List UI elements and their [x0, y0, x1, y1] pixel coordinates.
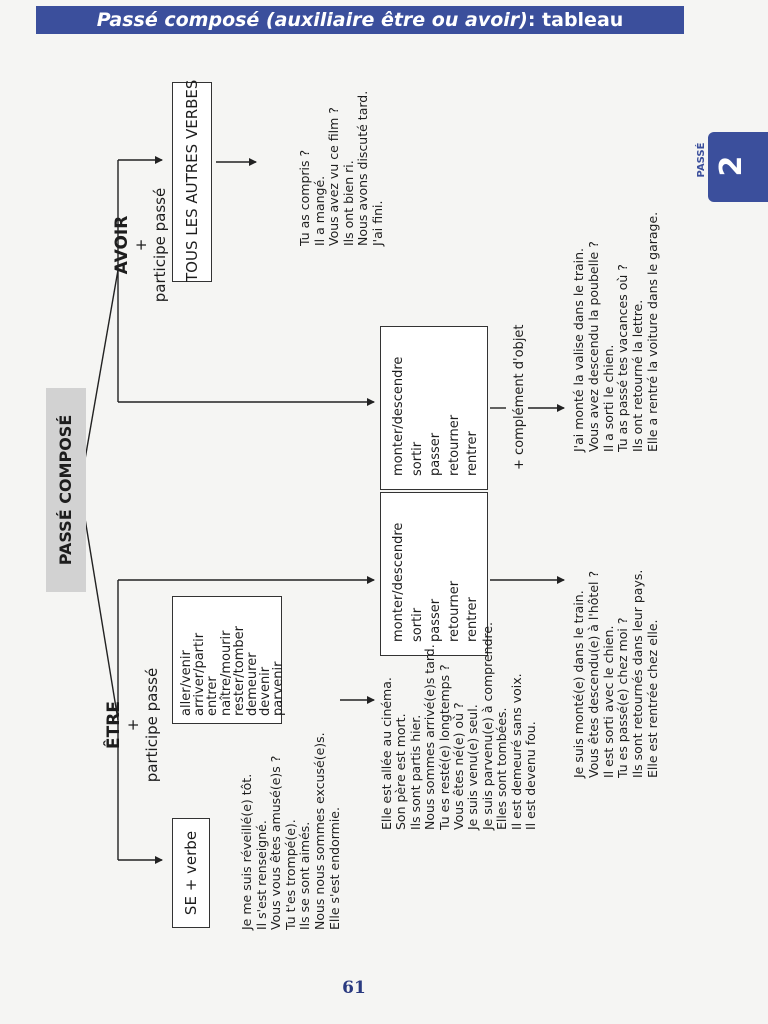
- list-item: Ils sont partis hier.: [407, 714, 423, 830]
- header-title-suffix: : tableau: [527, 9, 624, 31]
- list-item: Je me suis réveillé(e) tôt.: [239, 773, 254, 930]
- list-item: Il s'est renseigné.: [253, 820, 269, 930]
- se-verbe-label: SE + verbe: [182, 830, 200, 916]
- page-number: 61: [342, 978, 366, 998]
- diagram-title-overlay: [46, 388, 86, 592]
- etre-verbs-list: aller/venir arriver/partir entrer naître…: [176, 584, 290, 722]
- list-item: Vous êtes né(e) où ?: [451, 702, 467, 830]
- etre-verbs-box-overlay: [172, 596, 282, 724]
- list-item: Ils se sont aimés.: [297, 821, 313, 930]
- list-item: Elle s'est endormie.: [326, 807, 342, 930]
- etre-plus-text: +: [124, 718, 142, 732]
- list-item: parvenir: [271, 661, 287, 716]
- list-item: entrer: [205, 676, 221, 716]
- list-item: Elles sont tombées.: [494, 707, 510, 830]
- etre-movement-verbs-box: [380, 492, 488, 656]
- header-title-main: Passé composé (auxiliaire être ou avoir): [96, 9, 528, 31]
- list-item: Je suis venu(e) seul.: [465, 704, 481, 830]
- list-item: naître/mourir: [218, 630, 234, 716]
- diagram-title-text: PASSÉ COMPOSÉ: [56, 414, 75, 566]
- list-item: Il est devenu fou.: [523, 721, 539, 830]
- list-item: Vous vous êtes amusé(e)s ?: [268, 755, 284, 930]
- list-item: Tu es resté(e) longtemps ?: [436, 664, 452, 830]
- etre-participe-text: participe passé: [143, 667, 161, 783]
- list-item: Nous sommes arrivé(e)s tard.: [422, 644, 438, 830]
- se-verbe-box-overlay: [172, 818, 210, 928]
- list-item: Tu t'es trompé(e).: [282, 819, 298, 930]
- avoir-movement-verbs-box: [380, 326, 488, 490]
- etre-aux-text: ÊTRE: [104, 701, 124, 749]
- page-header: Passé composé (auxiliaire être ou avoir)…: [36, 6, 684, 34]
- etre-verbs-examples-overlay: Elle est allée au cinéma. Son père est m…: [379, 590, 539, 830]
- etre-branch-label-overlay: ÊTRE + participe passé: [104, 660, 162, 790]
- all-verbs-box: [172, 82, 212, 282]
- list-item: Elle est allée au cinéma.: [379, 677, 394, 830]
- se-examples-overlay: Je me suis réveillé(e) tôt. Il s'est ren…: [239, 730, 342, 930]
- list-item: Je suis parvenu(e) à comprendre.: [479, 621, 495, 830]
- list-item: Nous nous sommes excusé(e)s.: [311, 732, 327, 930]
- list-item: Il est demeuré sans voix.: [508, 673, 524, 830]
- chapter-tab: [708, 132, 768, 202]
- list-item: Son père est mort.: [393, 713, 409, 830]
